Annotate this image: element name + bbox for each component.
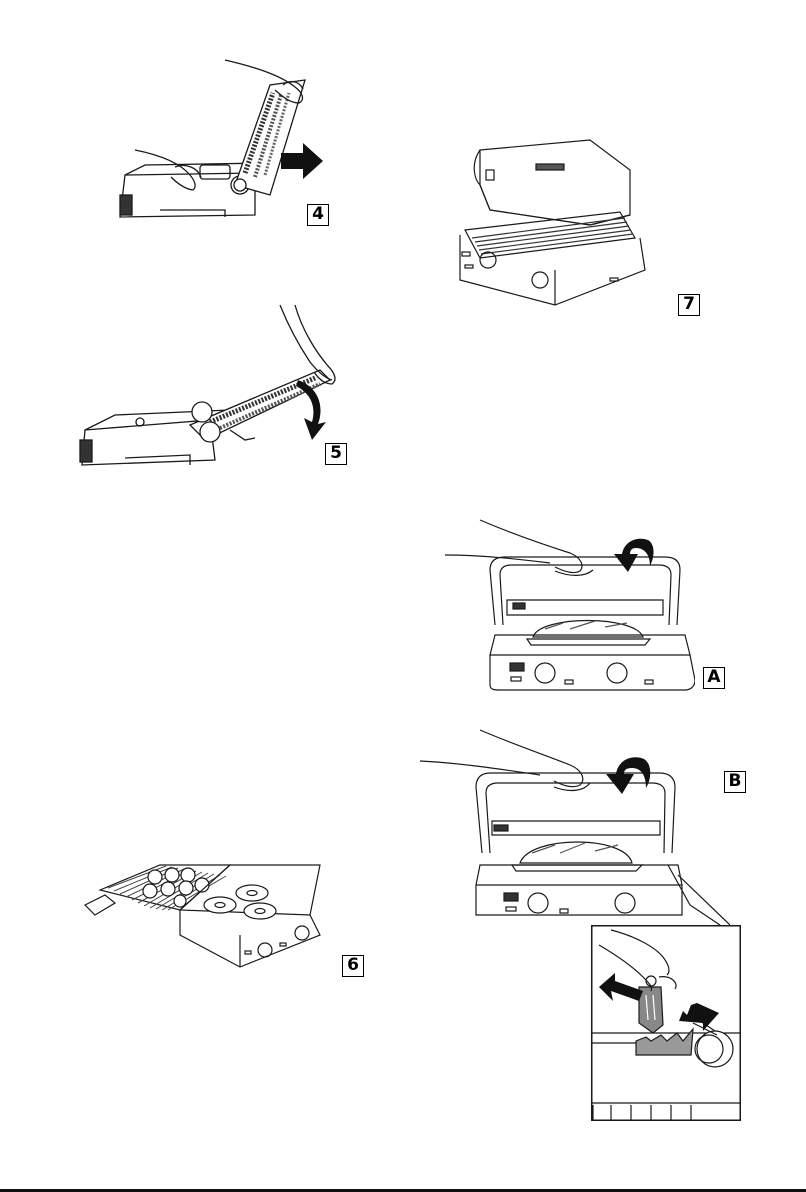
height-adjust-detail-inset — [591, 925, 741, 1121]
step-label-4: 4 — [307, 204, 329, 226]
figure-7-grill-with-lid — [450, 130, 650, 310]
figure-b-close-lid-with-height-adjust — [420, 725, 730, 925]
double-arrow-icon — [599, 973, 719, 1031]
step-label-6: 6 — [342, 955, 364, 977]
curved-down-arrow-icon — [600, 532, 655, 574]
figure-6-flat-open-grill — [80, 855, 340, 985]
figure-5-lower-plate — [70, 300, 360, 475]
step-label-a: A — [703, 667, 725, 689]
step-label-5: 5 — [325, 443, 347, 465]
step-label-b: B — [724, 771, 746, 793]
step-label-7: 7 — [678, 294, 700, 316]
curved-down-arrow-icon — [292, 378, 328, 440]
right-arrow-icon — [281, 143, 323, 179]
curved-down-arrow-icon — [592, 750, 652, 796]
figure-a-close-lid-on-sandwich — [445, 515, 695, 700]
